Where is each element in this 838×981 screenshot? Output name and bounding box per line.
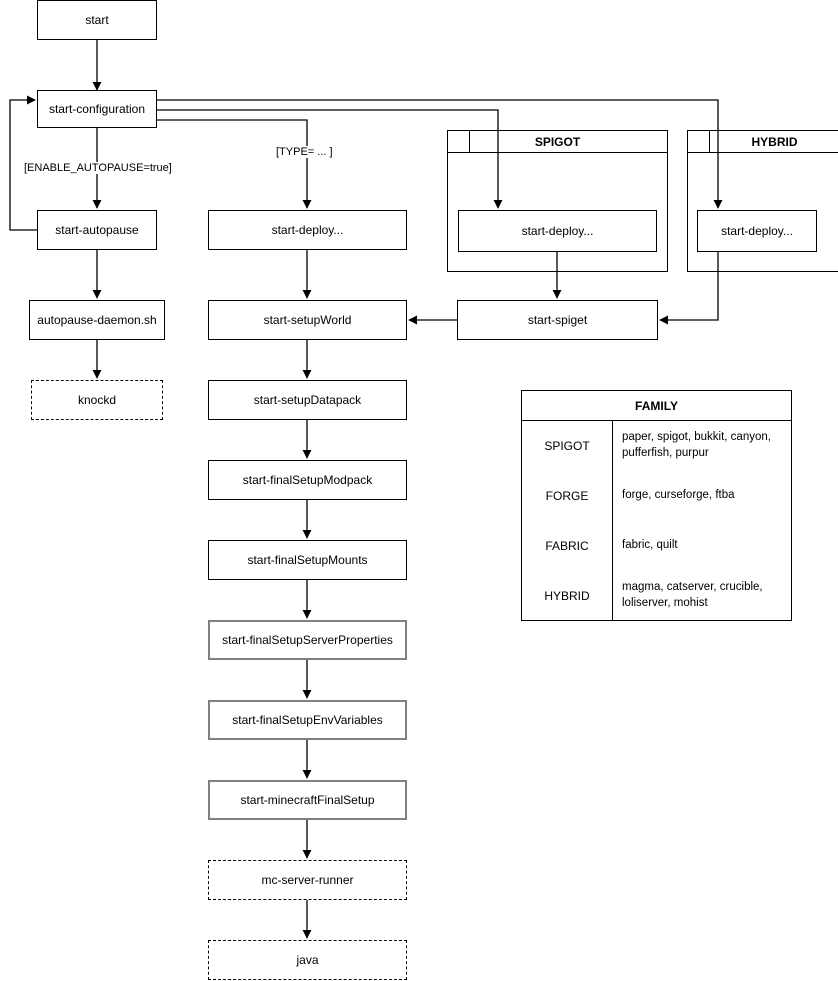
family-legend-value: fabric, quilt: [622, 539, 678, 552]
node-start-deploy-main[interactable]: start-deploy...: [208, 210, 407, 250]
family-legend-row: FORGE forge, curseforge, ftba: [522, 471, 791, 521]
edge-label-type: [TYPE= ... ]: [274, 146, 335, 158]
family-legend-table: FAMILY SPIGOT paper, spigot, bukkit, can…: [521, 390, 792, 621]
node-start-setupworld[interactable]: start-setupWorld: [208, 300, 407, 340]
node-autopause-daemon-sh[interactable]: autopause-daemon.sh: [29, 300, 165, 340]
family-legend-key: FABRIC: [545, 539, 589, 553]
node-start-finalsetupmodpack[interactable]: start-finalSetupModpack: [208, 460, 407, 500]
edge-configuration-to-deploy-main: [157, 119, 312, 209]
node-java[interactable]: java: [208, 940, 407, 980]
family-legend-key: SPIGOT: [544, 439, 590, 453]
group-hybrid-title: HYBRID: [751, 134, 798, 149]
family-legend-value: paper, spigot, bukkit, canyon, pufferfis…: [622, 431, 771, 459]
node-start-minecraftfinalsetup[interactable]: start-minecraftFinalSetup: [208, 780, 407, 820]
family-legend-column-divider: [612, 421, 613, 621]
node-start-finalsetupserverproperties[interactable]: start-finalSetupServerProperties: [208, 620, 407, 660]
family-legend-title: FAMILY: [522, 391, 791, 421]
node-start-setupdatapack[interactable]: start-setupDatapack: [208, 380, 407, 420]
node-start-deploy-hybrid[interactable]: start-deploy...: [697, 210, 817, 252]
family-legend-key: HYBRID: [544, 589, 590, 603]
group-spigot-header: SPIGOT: [448, 131, 667, 153]
family-legend-row: HYBRID magma, catserver, crucible, lolis…: [522, 571, 791, 621]
group-hybrid-header: HYBRID: [688, 131, 838, 153]
edge-label-enable-autopause: [ENABLE_AUTOPAUSE=true]: [22, 162, 174, 174]
node-start[interactable]: start: [37, 0, 157, 40]
family-legend-body: SPIGOT paper, spigot, bukkit, canyon, pu…: [522, 421, 791, 621]
family-legend-key: FORGE: [545, 489, 589, 503]
group-spigot-title: SPIGOT: [534, 134, 581, 149]
node-start-finalsetupmounts[interactable]: start-finalSetupMounts: [208, 540, 407, 580]
node-start-configuration[interactable]: start-configuration: [37, 90, 157, 128]
node-start-finalsetupenvvariables[interactable]: start-finalSetupEnvVariables: [208, 700, 407, 740]
group-spigot-header-gutter: [448, 131, 470, 152]
group-hybrid-header-gutter: [688, 131, 710, 152]
family-legend-row: SPIGOT paper, spigot, bukkit, canyon, pu…: [522, 421, 791, 471]
node-start-spiget[interactable]: start-spiget: [457, 300, 658, 340]
node-mc-server-runner[interactable]: mc-server-runner: [208, 860, 407, 900]
node-start-deploy-spigot[interactable]: start-deploy...: [458, 210, 657, 252]
family-legend-value: magma, catserver, crucible, loliserver, …: [622, 581, 763, 609]
family-legend-row: FABRIC fabric, quilt: [522, 521, 791, 571]
node-start-autopause[interactable]: start-autopause: [37, 210, 157, 250]
node-knockd[interactable]: knockd: [31, 380, 163, 420]
family-legend-value: forge, curseforge, ftba: [622, 489, 735, 502]
